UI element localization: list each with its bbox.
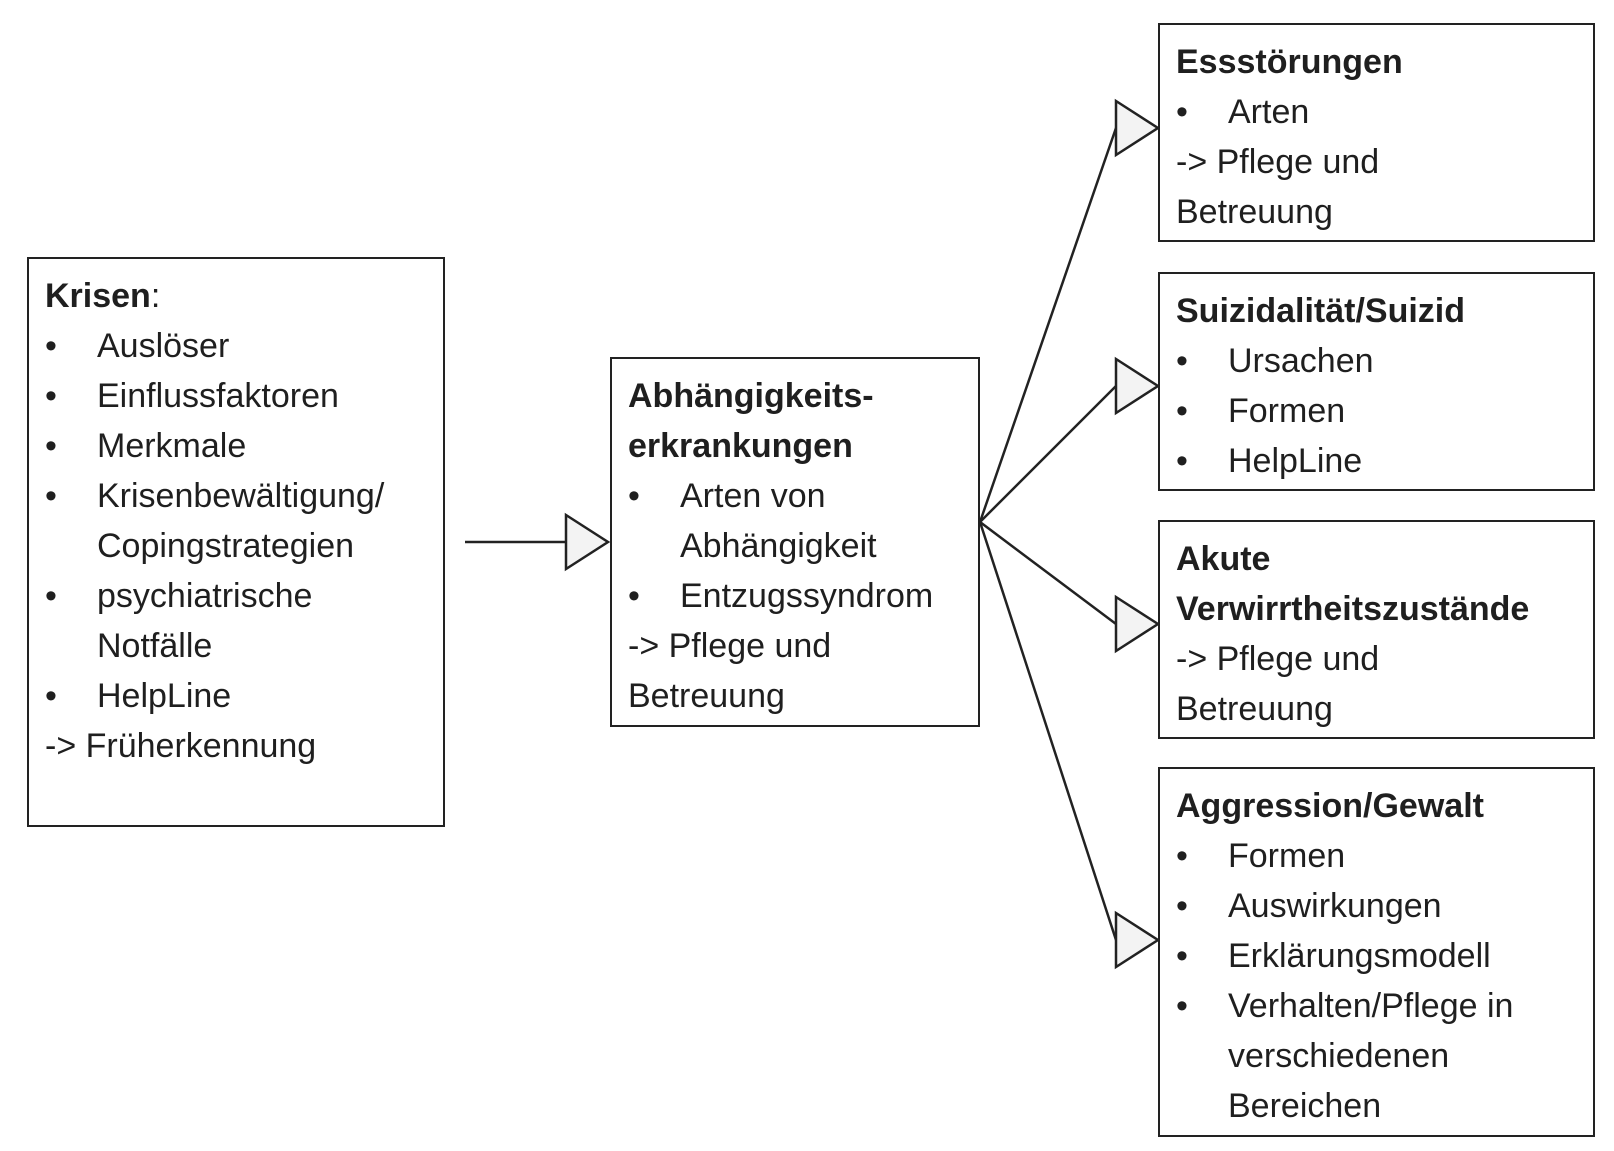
krisen-list: Auslöser Einflussfaktoren Merkmale Krise…	[45, 321, 427, 721]
essstoerungen-note: -> Pflege und Betreuung	[1176, 143, 1380, 231]
list-item: Auswirkungen	[1176, 881, 1577, 931]
arrowhead-abhaengigkeit-to-suizid	[1114, 356, 1161, 416]
list-item: Auslöser	[45, 321, 427, 371]
connector-abhaengigkeit-to-verwirrtheit	[979, 521, 1117, 625]
list-item: Entzugssyndrom	[628, 571, 962, 621]
connector-abhaengigkeit-to-suizid	[979, 385, 1117, 523]
suizid-title: Suizidalität/Suizid	[1176, 292, 1466, 330]
list-item: Krisenbewältigung/Copingstrategien	[45, 471, 427, 571]
list-item: Merkmale	[45, 421, 427, 471]
abhaengigkeit-note: -> Pflege und Betreuung	[628, 627, 832, 715]
abhaengigkeit-box: Abhängigkeits- erkrankungen Arten vonAbh…	[610, 357, 980, 727]
connector-abhaengigkeit-to-essstoerungen	[978, 127, 1118, 523]
list-item: Formen	[1176, 831, 1577, 881]
aggression-title: Aggression/Gewalt	[1176, 787, 1484, 825]
krisen-note: -> Früherkennung	[45, 727, 317, 765]
aggression-box: Aggression/Gewalt Formen Auswirkungen Er…	[1158, 767, 1595, 1137]
verwirrtheit-box: Akute Verwirrtheitszustände -> Pflege un…	[1158, 520, 1595, 739]
arrowhead-abhaengigkeit-to-essstoerungen	[1114, 98, 1161, 158]
suizid-list: Ursachen Formen HelpLine	[1176, 336, 1577, 486]
arrowhead-krisen-to-abhaengigkeit	[564, 512, 611, 572]
list-item: HelpLine	[45, 671, 427, 721]
list-item: HelpLine	[1176, 436, 1577, 486]
list-item: Ursachen	[1176, 336, 1577, 386]
arrowhead-abhaengigkeit-to-verwirrtheit	[1114, 594, 1161, 654]
krisen-title: Krisen:	[45, 277, 161, 315]
connector-abhaengigkeit-to-aggression	[978, 521, 1118, 941]
verwirrtheit-note: -> Pflege und Betreuung	[1176, 640, 1380, 728]
list-item: Verhalten/Pflege inverschiedenenBereiche…	[1176, 981, 1577, 1131]
essstoerungen-list: Arten	[1176, 87, 1577, 137]
list-item: Arten	[1176, 87, 1577, 137]
list-item: Erklärungsmodell	[1176, 931, 1577, 981]
verwirrtheit-title: Akute Verwirrtheitszustände	[1176, 540, 1530, 628]
list-item: Formen	[1176, 386, 1577, 436]
abhaengigkeit-title: Abhängigkeits- erkrankungen	[628, 377, 874, 465]
essstoerungen-title: Essstörungen	[1176, 43, 1403, 81]
list-item: Einflussfaktoren	[45, 371, 427, 421]
essstoerungen-box: Essstörungen Arten -> Pflege und Betreuu…	[1158, 23, 1595, 242]
aggression-list: Formen Auswirkungen Erklärungsmodell Ver…	[1176, 831, 1577, 1131]
arrowhead-abhaengigkeit-to-aggression	[1114, 910, 1161, 970]
krisen-box: Krisen: Auslöser Einflussfaktoren Merkma…	[27, 257, 445, 827]
suizid-box: Suizidalität/Suizid Ursachen Formen Help…	[1158, 272, 1595, 491]
